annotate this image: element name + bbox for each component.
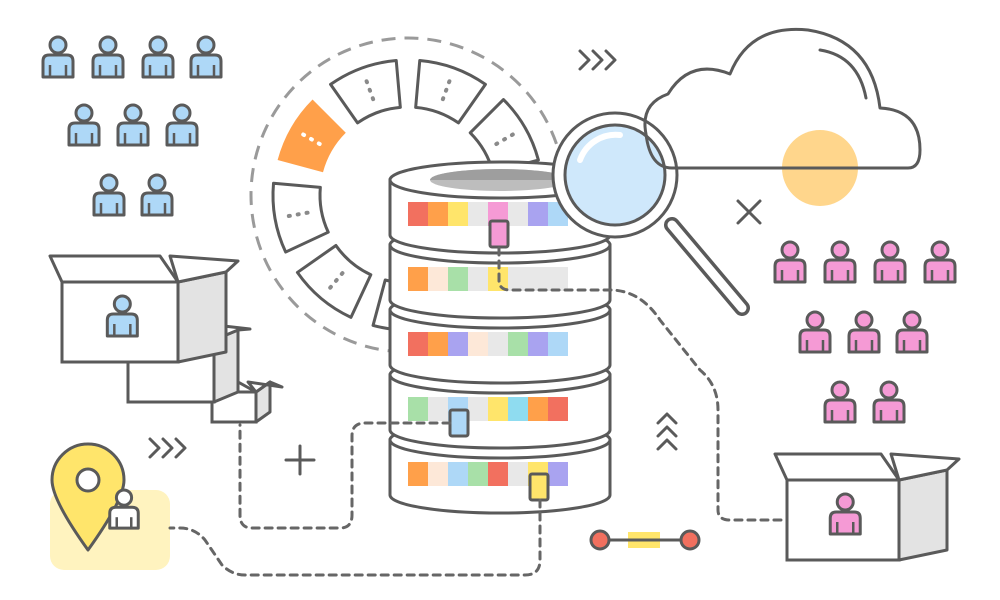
data-cell xyxy=(408,397,428,421)
user-icon xyxy=(141,35,175,79)
data-cell xyxy=(548,462,568,486)
database-icon xyxy=(388,160,612,515)
link-nodes xyxy=(589,529,701,551)
segment-dots xyxy=(494,132,515,146)
ring-segment xyxy=(277,99,346,173)
data-cell xyxy=(508,397,528,421)
data-cell xyxy=(408,267,428,291)
data-cell xyxy=(408,462,428,486)
data-cell xyxy=(548,267,568,291)
user-icon xyxy=(189,35,223,79)
data-chip xyxy=(448,408,470,438)
data-cell xyxy=(528,397,548,421)
link-node xyxy=(679,529,701,551)
user-icon xyxy=(895,310,929,354)
user-icon xyxy=(873,240,907,284)
data-cell xyxy=(548,332,568,356)
data-cell xyxy=(468,462,488,486)
user-icon xyxy=(828,492,862,536)
open-box-icon xyxy=(773,452,961,562)
dashed-connectors xyxy=(168,246,787,577)
open-box-icon xyxy=(48,254,240,364)
data-cell xyxy=(488,462,508,486)
segment-dots xyxy=(328,271,345,290)
data-cell xyxy=(528,202,548,226)
connector-db-to-boxes xyxy=(238,421,452,530)
user-icon xyxy=(67,103,101,147)
user-icon xyxy=(140,173,174,217)
cloud-icon xyxy=(643,27,922,206)
data-cell xyxy=(428,397,448,421)
ring-segment xyxy=(414,59,487,125)
connector-db-to-pin xyxy=(168,498,542,577)
data-cell xyxy=(428,202,448,226)
data-cell xyxy=(508,267,528,291)
data-cell xyxy=(448,462,468,486)
people-group-left xyxy=(41,35,223,217)
user-icon xyxy=(165,103,199,147)
user-icon xyxy=(116,103,150,147)
chevron-right-triple-icon xyxy=(578,49,617,71)
data-cell xyxy=(428,332,448,356)
data-cell xyxy=(528,267,548,291)
boxes-left xyxy=(48,254,284,424)
chevron-up-triple-icon xyxy=(656,412,678,451)
user-icon xyxy=(41,35,75,79)
connector-db-to-box xyxy=(497,246,787,522)
data-cell xyxy=(508,332,528,356)
data-cell xyxy=(428,267,448,291)
user-icon xyxy=(108,488,140,530)
segment-dots xyxy=(440,79,452,102)
user-icon xyxy=(872,380,906,424)
user-icon xyxy=(105,294,139,338)
data-cell xyxy=(508,462,528,486)
ring-segment xyxy=(468,98,540,174)
cloud-outline xyxy=(643,27,922,170)
data-cell xyxy=(448,332,468,356)
ring-segment xyxy=(329,59,402,125)
data-cell xyxy=(448,267,468,291)
data-cell xyxy=(408,332,428,356)
user-icon xyxy=(847,310,881,354)
segment-dots xyxy=(364,79,376,102)
user-icon xyxy=(923,240,957,284)
segment-dots xyxy=(286,210,310,219)
open-box-icon xyxy=(773,452,961,562)
data-chip xyxy=(488,219,510,249)
magnifying-glass-icon xyxy=(551,111,750,316)
user-icon xyxy=(823,380,857,424)
data-cell xyxy=(488,332,508,356)
link-node xyxy=(589,529,611,551)
data-cell xyxy=(468,202,488,226)
data-cell xyxy=(428,462,448,486)
data-cell xyxy=(488,397,508,421)
data-cell xyxy=(468,332,488,356)
people-group-right xyxy=(773,240,957,424)
user-icon xyxy=(798,310,832,354)
data-cell xyxy=(468,397,488,421)
data-chip xyxy=(528,472,550,502)
data-cell xyxy=(508,202,528,226)
data-cell xyxy=(468,267,488,291)
user-icon xyxy=(91,35,125,79)
ring-segment xyxy=(271,181,330,254)
x-icon xyxy=(736,199,762,225)
data-cell xyxy=(548,397,568,421)
plus-icon xyxy=(284,444,316,476)
data-cell xyxy=(528,332,548,356)
map-pin-icon xyxy=(50,442,170,570)
segment-dots xyxy=(301,132,322,146)
data-cell xyxy=(448,202,468,226)
user-icon xyxy=(823,240,857,284)
chevron-right-triple-icon xyxy=(148,437,187,459)
user-icon xyxy=(92,173,126,217)
magnifier-lens xyxy=(563,123,667,227)
user-icon xyxy=(773,240,807,284)
decorations xyxy=(148,49,762,551)
data-cell xyxy=(408,202,428,226)
